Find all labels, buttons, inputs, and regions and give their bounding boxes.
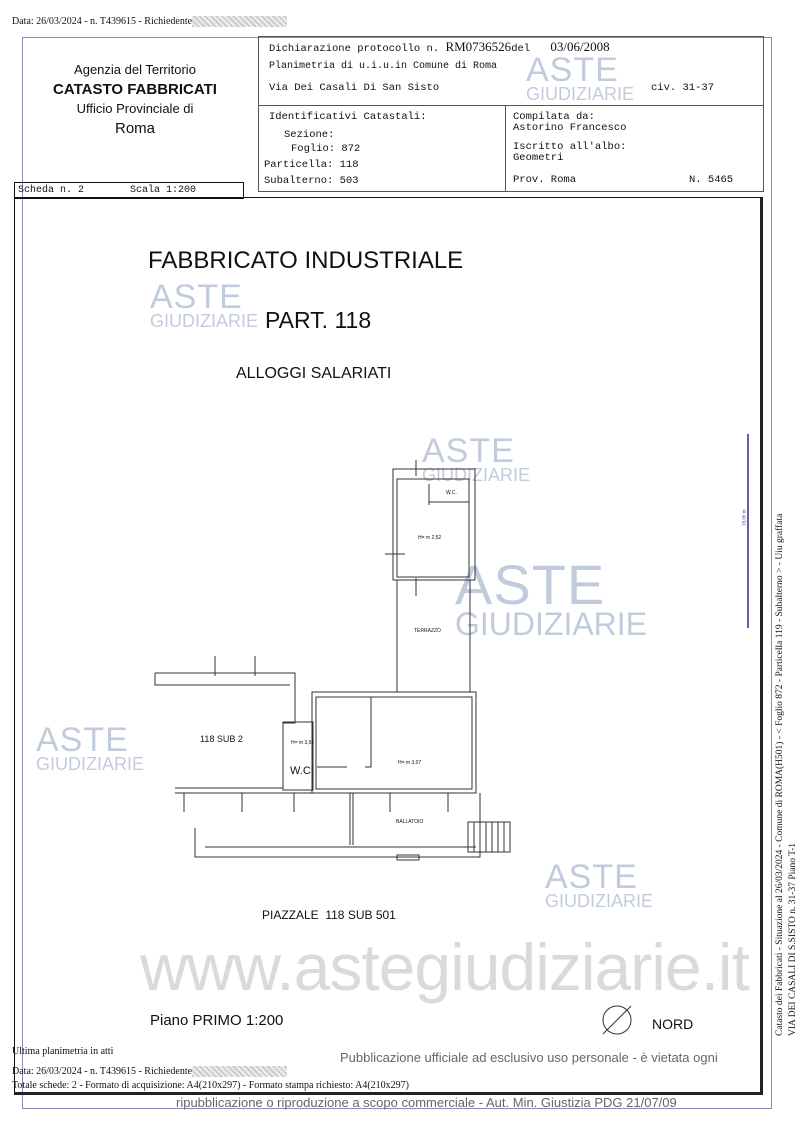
left-wing-wall [154,673,290,686]
scheda-box: Scheda n. 2 Scala 1:200 [14,182,244,199]
totale-schede: Totale schede: 2 - Formato di acquisizio… [12,1080,409,1091]
north-symbol [602,1005,632,1035]
part-label: PART. 118 [265,307,372,333]
publication-notice-2: ripubblicazione o riproduzione a scopo c… [176,1095,677,1110]
watermark-subtext: GIUDIZIARIE [545,890,654,911]
footer-request-line: Data: 26/03/2024 - n. T439615 - Richiede… [12,1066,288,1078]
watermark-subtext: GIUDIZIARIE [150,310,259,331]
room-label-ballatoio: BALLATOIO [396,819,424,825]
room-label-wc-bottom: W.C. [290,765,314,777]
header-divider [259,105,763,106]
registration-number: N. 5465 [689,174,734,186]
room-height-wc: H= m 3,51 [291,740,315,746]
watermark-subtext: GIUDIZIARIE [36,753,145,774]
scale-label: Scala 1:200 [130,185,197,196]
upper-room-inner [396,478,470,578]
side-info-line1: Catasto dei Fabbricati - Situazione al 2… [775,513,785,1036]
sezione: Sezione: [284,129,335,141]
step [396,854,420,861]
civic-number: civ. 31-37 [651,82,715,94]
watermark-subtext: GIUDIZIARIE [526,83,635,104]
main-block-outer [311,691,477,794]
particella: Particella: 118 [264,159,359,171]
dimension-label: 10,00 m [742,509,748,526]
watermark-text: ASTE [422,432,515,470]
albo-value: Geometri [513,152,564,164]
del-label: del [511,43,531,55]
planimetria-line: Planimetria di u.i.u.in Comune di Roma [269,61,498,72]
compilata-label: Compilata da: [513,111,595,123]
watermark-text: ASTE [545,858,638,896]
wc-room [282,721,314,791]
north-arrow [602,1005,632,1035]
watermark-text: ASTE [150,278,243,316]
watermark-text: ASTE [455,553,606,616]
agency-name: Agenzia del Territorio [74,62,196,77]
office-label: Ufficio Provinciale di [76,101,194,116]
partition-wall [365,697,372,768]
office-city: Roma [114,120,155,137]
dichiarazione-line: Dichiarazione protocollo n. RM0736526del… [269,39,610,55]
request-info: Data: 26/03/2024 - n. T439615 - Richiede… [12,16,193,27]
redacted-requester [192,16,288,28]
foglio: Foglio: 872 [291,143,361,155]
address: Via Dei Casali Di San Sisto [269,82,440,94]
main-block-inner [315,696,473,790]
terrace [396,579,471,693]
upper-room-outer [392,468,476,581]
top-request-line: Data: 26/03/2024 - n. T439615 - Richiede… [12,16,288,28]
watermark-text: ASTE [36,721,129,759]
dichiarazione-label: Dichiarazione protocollo n. [269,43,440,55]
room-label-sub2: 118 SUB 2 [200,734,243,744]
catasto-title: CATASTO FABBRICATI [53,81,217,98]
header-box: Dichiarazione protocollo n. RM0736526del… [258,36,764,192]
piazzale-label: PIAZZALE 118 SUB 501 [262,908,396,922]
north-label: NORD [652,1016,694,1032]
drawing-frame [14,197,763,1095]
watermark-subtext: GIUDIZIARIE [455,606,648,643]
compilata-name: Astorino Francesco [513,122,627,134]
room-label-wc-top: W.C. [446,490,457,496]
publication-notice-1: Pubblicazione ufficiale ad esclusivo uso… [340,1050,718,1065]
protocol-date: 03/06/2008 [550,39,610,54]
protocol-number: RM0736526 [445,39,512,54]
side-info: Catasto dei Fabbricati - Situazione al 2… [774,514,800,1036]
stairs [467,821,511,853]
side-info-line2: VIA DEI CASALI DI S.SISTO n. 31-37 Piano… [788,842,798,1036]
room-height-top: H= m 2,52 [418,535,442,541]
footer-request-info: Data: 26/03/2024 - n. T439615 - Richiede… [12,1066,193,1077]
scheda-number: Scheda n. 2 [18,185,85,196]
province: Prov. Roma [513,174,577,186]
agency-block: Agenzia del Territorio CATASTO FABBRICAT… [30,62,240,137]
floor-label: Piano PRIMO 1:200 [150,1012,284,1029]
watermark-text: ASTE [526,51,619,89]
redacted-requester [192,1066,288,1078]
watermark-url: www.astegiudiziarie.it [140,930,750,1004]
drawing-subtitle: ALLOGGI SALARIATI [236,365,392,382]
ultima-planimetria: Ultima planimetria in atti [12,1046,114,1057]
room-height-main: H= m 3,07 [398,760,422,766]
room-label-terrazzo: TERRAZZO [414,628,441,634]
left-wing-outline [155,672,296,789]
header-vdivider [505,105,506,191]
outer-frame [22,37,772,1109]
albo-label: Iscritto all'albo: [513,141,627,153]
ident-title: Identificativi Catastali: [269,111,427,123]
drawing-title: FABBRICATO INDUSTRIALE [148,247,464,274]
subalterno: Subalterno: 503 [264,175,359,187]
